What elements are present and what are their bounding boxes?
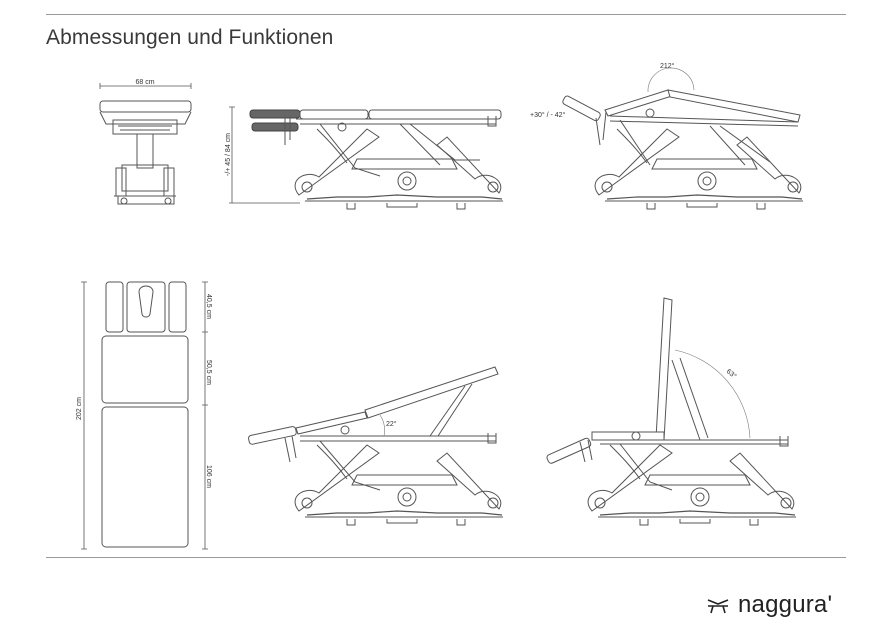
dim-length-back-label: 50,5 cm: [205, 360, 212, 385]
side-view-sitting: 63°: [546, 297, 797, 526]
page-title: Abmessungen und Funktionen: [46, 26, 334, 49]
brand-logo: naggura': [706, 590, 832, 620]
naggura-logo-icon: [707, 599, 729, 614]
dim-backrest-raise-angle-label: 63°: [725, 367, 738, 380]
dim-width-label: 68 cm: [135, 79, 154, 86]
dim-backrest-angle-label: 212°: [660, 62, 675, 70]
top-rule: [46, 14, 846, 15]
dim-length-head-label: 40,5 cm: [205, 294, 212, 319]
dim-length-leg-label: 106 cm: [205, 465, 212, 488]
side-view-incline: 22°: [248, 366, 504, 526]
dim-trendelenburg-angle-label: 22°: [386, 420, 397, 428]
dim-length-total-label: 202 cm: [76, 397, 83, 420]
bottom-rule: [46, 557, 846, 558]
top-view: 202 cm 40,5 cm 50,5 cm 106 cm: [76, 281, 212, 550]
side-view-flat: -/+ 45 / 84 cm: [225, 106, 504, 210]
front-view: 68 cm: [99, 79, 192, 205]
dim-height-label: -/+ 45 / 84 cm: [225, 133, 232, 176]
side-view-angles: 212° +30° / - 42°: [530, 62, 804, 210]
dim-headrest-angle-label: +30° / - 42°: [530, 111, 566, 119]
brand-name: naggura': [738, 591, 833, 618]
